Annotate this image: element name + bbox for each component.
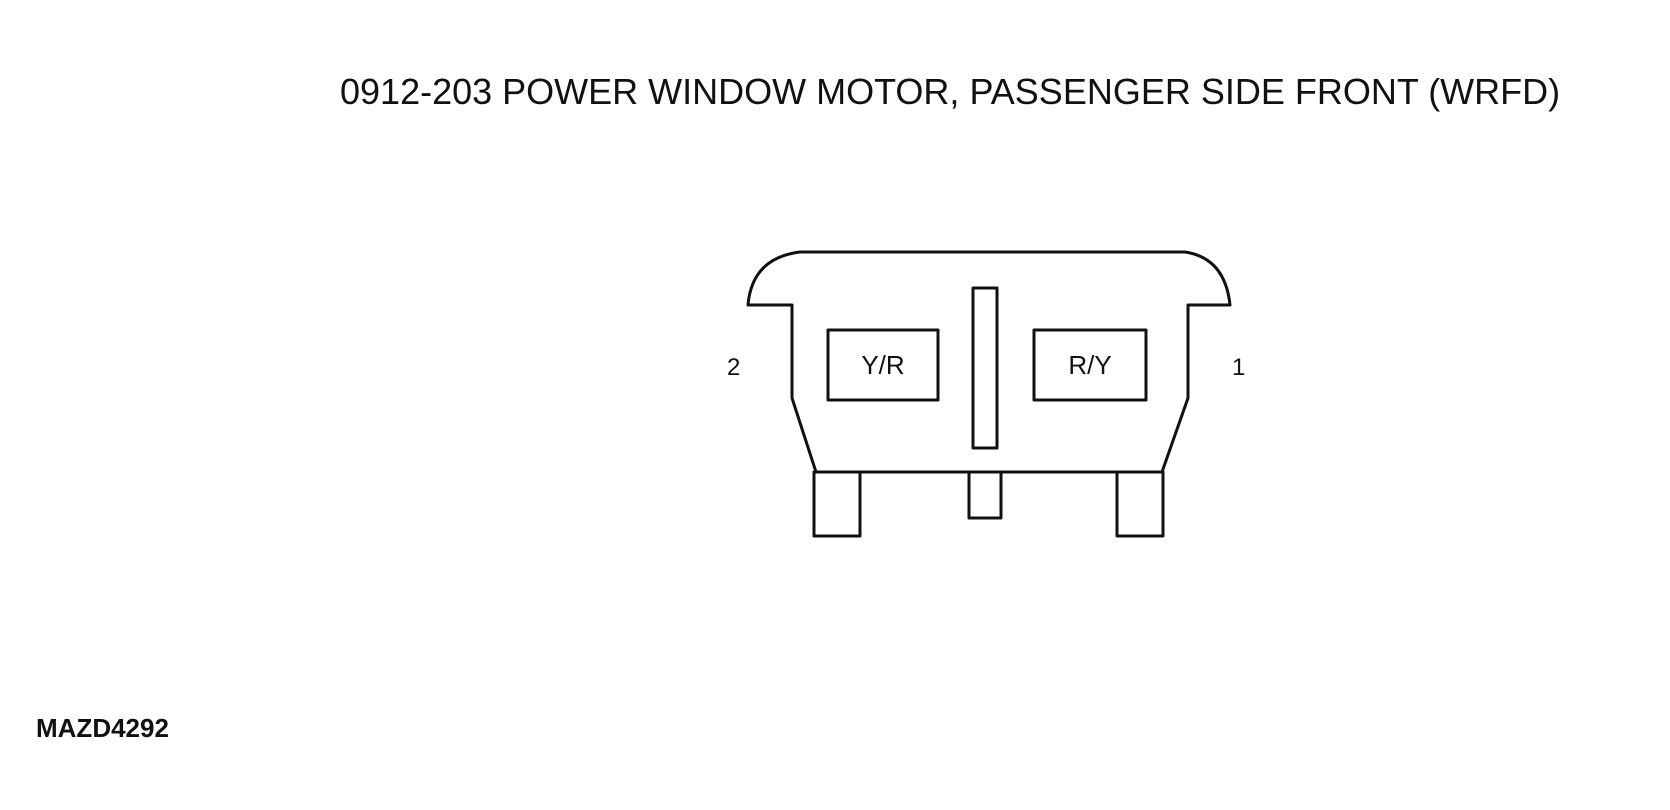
center-foot (967, 470, 1003, 520)
diagram-title: 0912-203 POWER WINDOW MOTOR, PASSENGER S… (340, 71, 1561, 112)
right-foot (1115, 470, 1165, 538)
reference-code: MAZD4292 (36, 713, 169, 743)
connector-housing (746, 250, 1232, 474)
pin-number-2: 2 (727, 354, 740, 381)
pin-number-1: 1 (1232, 354, 1245, 381)
terminal-box-pin-1 (1032, 328, 1148, 402)
left-foot (812, 470, 862, 538)
wire-color-pin-2: Y/R (861, 350, 904, 380)
locking-tab (971, 286, 999, 450)
wire-color-pin-1: R/Y (1068, 350, 1111, 380)
terminal-box-pin-2 (826, 328, 940, 402)
